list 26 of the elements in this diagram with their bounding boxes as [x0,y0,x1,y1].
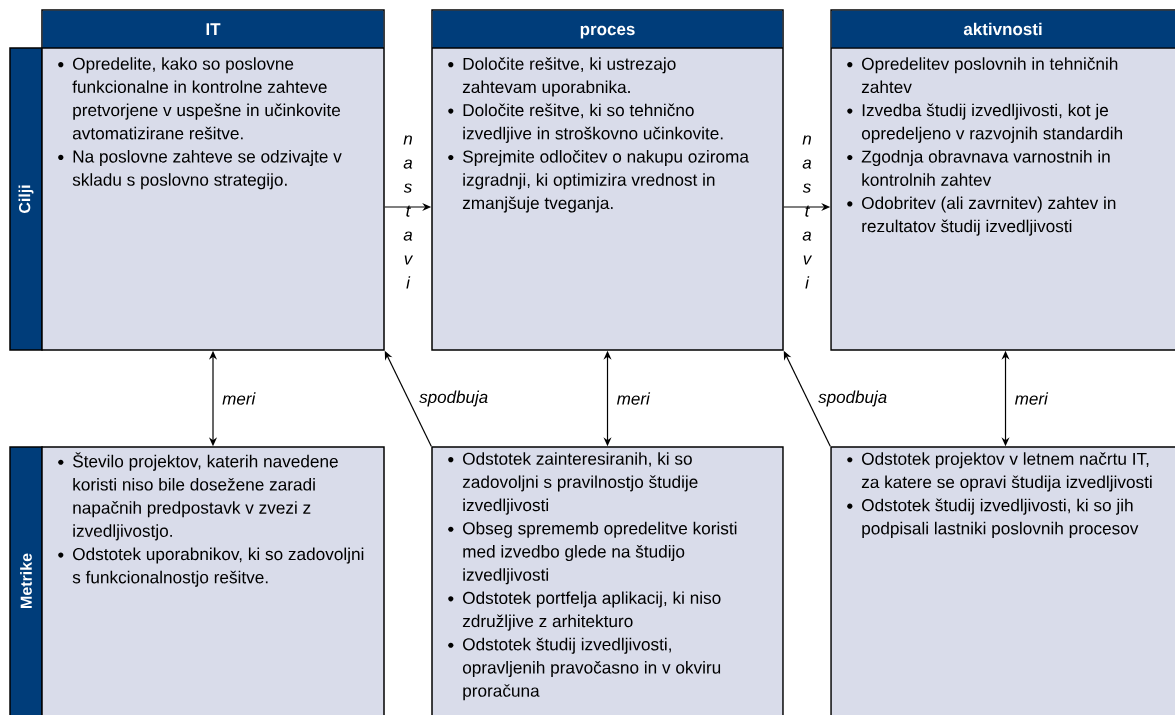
edge-label: meri [617,392,651,405]
bullet-item: Odstotek zainteresiranih, ki so zadovoljni s pravilnostjo študije izvedljivosti [448,452,698,515]
edge-label: nastavi [403,135,414,289]
bullet-item: Odstotek študij izvedljivosti, opravljenih pravočasno in v okviru proračuna [448,637,721,701]
bullet-item: Število projektov, katerih navedene koristi niso bile dosežene zaradi napačnih predpostavk v zvezi z izvedljivostjo. [58,452,338,541]
bullet-item: Zgodnja obravnava varnostnih in kontrolnih zahtev [847,150,1110,186]
bullet-item: Odobritev (ali zavrnitev) zahtev in rezultatov študij izvedljivosti [847,196,1116,236]
edge-label: spodbuja [818,390,887,407]
bullet-item: Izvedba študij izvedljivosti, kot je opredeljeno v razvojnih standardih [847,103,1122,143]
bullet-item: Opredelite, kako so poslovne funkcionalne in kontrolne zahteve pretvorjene v uspešne in učinkovite avtomatizirane rešitve. [58,57,341,140]
edge-label: nastavi [802,135,813,289]
bullet-item: Določite rešitve, ki so tehnično izvedljive in stroškovno učinkovite. [448,103,723,143]
bullet-item: Na poslovne zahteve se odzivajte v skladu s poslovno strategijo. [58,150,342,190]
bullet-item: Odstotek študij izvedljivosti, ki so jih podpisali lastniki poslovnih procesov [847,498,1139,538]
edge-label: meri [222,392,256,405]
side-band: Cilji [9,47,43,351]
bullet-item: Odstotek projektov v letnem načrtu IT, za katere se opravi študija izvedljivosti [847,452,1152,492]
bullet-item: Določite rešitve, ki ustrezajo zahtevam uporabnika. [448,57,676,97]
bullet-item: Obseg sprememb opredelitve koristi med izvedbo glede na študijo izvedljivosti [448,521,737,585]
bullet-item: Odstotek portfelja aplikacij, ki niso združljive z arhitekturo [448,591,721,631]
bullet-item: Odstotek uporabnikov, ki so zadovoljni s funkcionalnostjo rešitve. [58,547,364,587]
edge-label: spodbuja [419,390,488,407]
side-band: Metrike [9,446,43,715]
edge-label: meri [1015,392,1049,405]
bullet-item: Opredelitev poslovnih in tehničnih zahtev [847,57,1118,94]
bullet-item: Sprejmite odločitev o nakupu oziroma izgradnji, ki optimizira vrednost in zmanjšuje tveganja. [448,150,749,213]
